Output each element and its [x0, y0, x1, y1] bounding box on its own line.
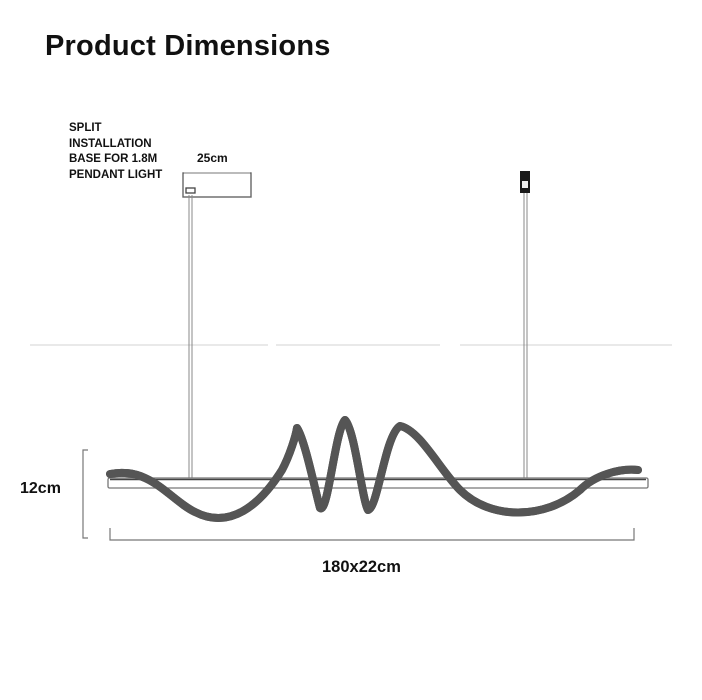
note-line: SPLIT	[69, 122, 102, 134]
base-width-label: 25cm	[197, 151, 228, 165]
height-bracket	[82, 449, 88, 539]
length-label: 180x22cm	[322, 558, 401, 576]
installation-note: SPLIT INSTALLATION BASE FOR 1.8M PENDANT…	[69, 121, 162, 183]
note-line: BASE FOR 1.8M	[69, 153, 158, 165]
note-line: PENDANT LIGHT	[69, 168, 163, 181]
page-title: Product Dimensions	[45, 30, 331, 62]
suspension-wires	[188, 193, 528, 478]
height-label: 12cm	[20, 480, 61, 497]
note-line: INSTALLATION	[69, 137, 152, 150]
length-bracket	[109, 528, 635, 541]
wave-tube	[106, 416, 642, 518]
ceiling-connector	[520, 171, 530, 193]
ceiling-base-plate	[182, 172, 252, 198]
